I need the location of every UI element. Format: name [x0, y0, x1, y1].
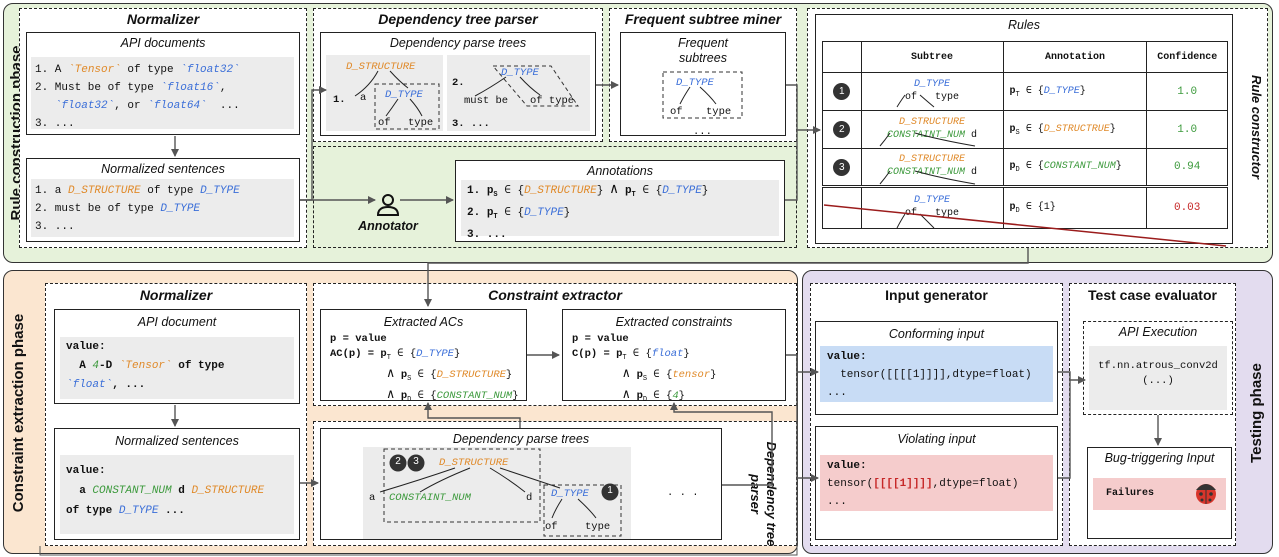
input-generator-title: Input generator [885, 287, 988, 303]
dependency-parse-trees-title-bottom: Dependency parse trees [452, 432, 590, 446]
api-execution-title: API Execution [1118, 325, 1198, 339]
extracted-acs-title: Extracted ACs [383, 315, 464, 329]
normalized-sentences-text: 1. a D_STRUCTURE of type D_TYPE 2. must … [31, 179, 294, 237]
rules-header-confidence: Confidence [1146, 41, 1228, 73]
conforming-input-title: Conforming input [888, 327, 985, 341]
annotations-text: 1. pS ∈ {D_STRUCTURE} ∧ pT ∈ {D_TYPE} 2.… [461, 180, 779, 241]
extracted-acs-box [320, 309, 527, 401]
extracted-constraints-title: Extracted constraints [615, 315, 733, 329]
dependency-tree-1 [326, 55, 443, 131]
frequent-subtree-miner-title: Frequent subtree miner [624, 11, 782, 27]
normalizer-title-top: Normalizer [126, 11, 200, 27]
dependency-parse-trees-title: Dependency parse trees [389, 36, 527, 50]
rule-number-badge: 3 [833, 158, 851, 176]
conforming-input-code: value: tensor([[[[1]]]],dtype=float) ... [820, 346, 1053, 402]
api-documents-title: API documents [120, 36, 206, 50]
rules-title: Rules [1008, 18, 1040, 32]
normalized-sentences-title-bottom: Normalized sentences [115, 434, 239, 448]
normalizer-title-bottom: Normalizer [139, 287, 213, 303]
frequent-subtrees-title: Frequent subtrees [677, 36, 729, 65]
normalized-sentences-title: Normalized sentences [101, 162, 225, 176]
annotator-label: Annotator [358, 219, 418, 233]
extracted-acs-text: p = value AC(p) = pT ∈ {D_TYPE} ∧ pS ∈ {… [330, 333, 519, 405]
dependency-tree-2 [447, 55, 590, 131]
violating-input-title: Violating input [897, 432, 976, 446]
api-document-text: value: A 4-D `Tensor` of type `float`, .… [60, 337, 294, 399]
bug-triggering-input-title: Bug-triggering Input [1104, 451, 1215, 465]
dependency-tree-parser-title: Dependency tree parser [378, 11, 538, 27]
rule-badge-3-label: 3 [413, 456, 419, 467]
rule-badge-1-label: 1 [607, 485, 613, 496]
api-execution-code: tf.nn.atrous_conv2d (...) [1089, 346, 1227, 410]
phase-label-testing: Testing phase [1248, 363, 1265, 463]
rule-badge-2-label: 2 [395, 456, 401, 467]
api-document-title: API document [137, 315, 217, 329]
phase-label-extraction: Constraint extraction phase [10, 313, 27, 513]
constraint-extractor-title: Constraint extractor [488, 287, 622, 303]
rules-header-subtree: Subtree [860, 41, 1004, 73]
extracted-constraints-text: p = value C(p) = pT ∈ {float} ∧ pS ∈ {te… [572, 333, 717, 405]
failures-label: Failures [1106, 488, 1155, 499]
rules-header-annotation: Annotation [1002, 41, 1148, 73]
dependency-tree-parser-side-label: Dependency tree parser [748, 441, 779, 547]
violating-input-code: value: tensor([[[[1]]]],dtype=float) ... [820, 455, 1053, 511]
rule-number-badge: 2 [833, 121, 851, 138]
normalized-sentences-text-bottom: value: a CONSTANT_NUM d D_STRUCTURE of t… [60, 455, 294, 534]
extracted-constraints-box [562, 309, 786, 401]
rule-constructor-label: Rule constructor [1249, 74, 1264, 179]
annotations-title: Annotations [586, 164, 654, 178]
rule-number-badge: 1 [833, 83, 851, 100]
test-case-evaluator-title: Test case evaluator [1088, 287, 1217, 303]
api-documents-text: 1. A `Tensor` of type `float32` 2. Must … [31, 57, 294, 130]
